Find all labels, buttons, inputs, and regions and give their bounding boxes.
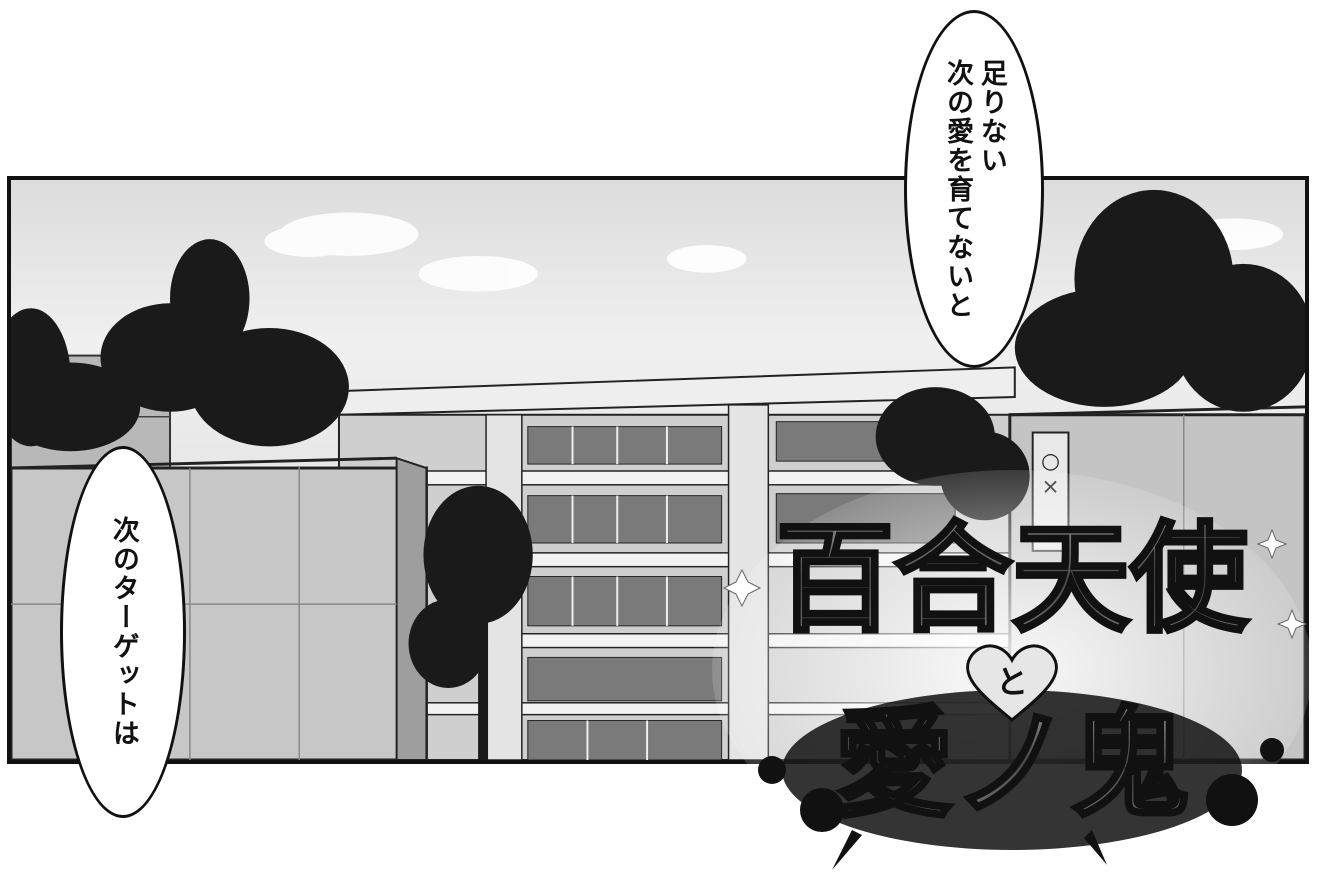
title-logo: 百合天使 と 愛ノ鬼 xyxy=(712,470,1312,870)
speech-balloon-left: 次のターゲットは xyxy=(60,446,186,818)
ink-splatter xyxy=(758,690,1284,870)
title-logo-line1: 百合天使 xyxy=(776,509,1249,648)
title-logo-connector: と xyxy=(996,663,1028,701)
title-logo-line2: 愛ノ鬼 xyxy=(835,694,1189,833)
school-sign-text: ○ xyxy=(1041,449,1060,474)
title-logo-art: 百合天使 と 愛ノ鬼 xyxy=(712,470,1312,870)
clouds xyxy=(264,212,1284,292)
speech-balloon-left-text: 次のターゲットは xyxy=(107,516,139,748)
trees xyxy=(11,189,1305,760)
sparkles xyxy=(722,528,1308,640)
speech-balloon-top-text: 足りない 次の愛を育てないと xyxy=(942,58,1007,320)
speech-balloon-top: 足りない 次の愛を育てないと xyxy=(904,10,1044,368)
heart-icon: と xyxy=(966,644,1058,722)
